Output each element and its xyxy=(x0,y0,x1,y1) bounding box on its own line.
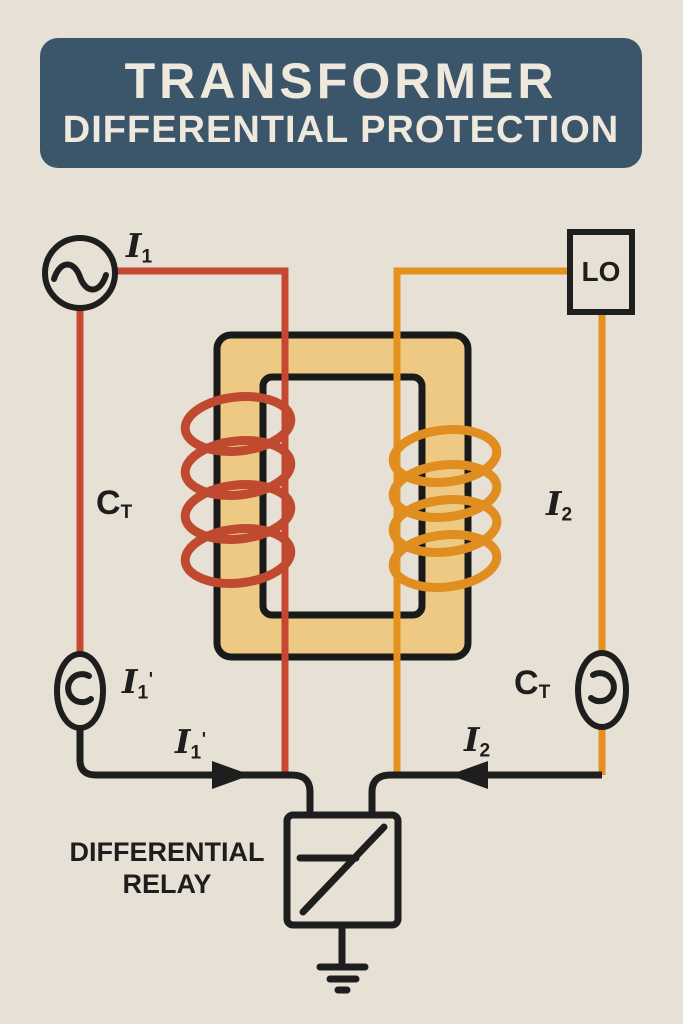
ground-icon xyxy=(316,924,369,994)
load-box xyxy=(567,229,635,315)
wire-primary-top xyxy=(113,267,289,775)
title-line2: DIFFERENTIAL PROTECTION xyxy=(62,109,620,151)
secondary-coil xyxy=(388,425,502,592)
primary-coil xyxy=(180,392,296,588)
load-box-label: LO xyxy=(581,256,621,287)
ct-left-symbol xyxy=(54,651,106,731)
wire-secondary-top xyxy=(393,267,570,775)
label-ct-left-output-lower: I1' xyxy=(175,722,207,764)
label-ct-right-output: I2 xyxy=(464,720,491,762)
label-ct-left-output-upper: I1' xyxy=(122,662,154,704)
arrow-left-icon xyxy=(449,761,488,789)
label-ct-left: CT xyxy=(96,484,133,523)
transformer-core-window xyxy=(259,373,426,619)
arrow-right-icon xyxy=(212,761,251,789)
title-line1: TRANSFORMER xyxy=(124,53,558,109)
label-ct-right: CT xyxy=(514,664,551,703)
relay-label: DIFFERENTIAL RELAY xyxy=(69,837,265,899)
relay-symbol-diagonal xyxy=(299,823,388,916)
ac-source-icon xyxy=(42,235,118,311)
bus-left xyxy=(76,726,314,815)
ct-right-symbol xyxy=(575,650,629,730)
label-secondary-current: I2 xyxy=(546,484,573,526)
bus-right xyxy=(368,771,602,815)
title-banner: TRANSFORMER DIFFERENTIAL PROTECTION xyxy=(40,38,642,168)
label-primary-current: I1 xyxy=(126,226,153,268)
relay-box xyxy=(283,811,402,929)
